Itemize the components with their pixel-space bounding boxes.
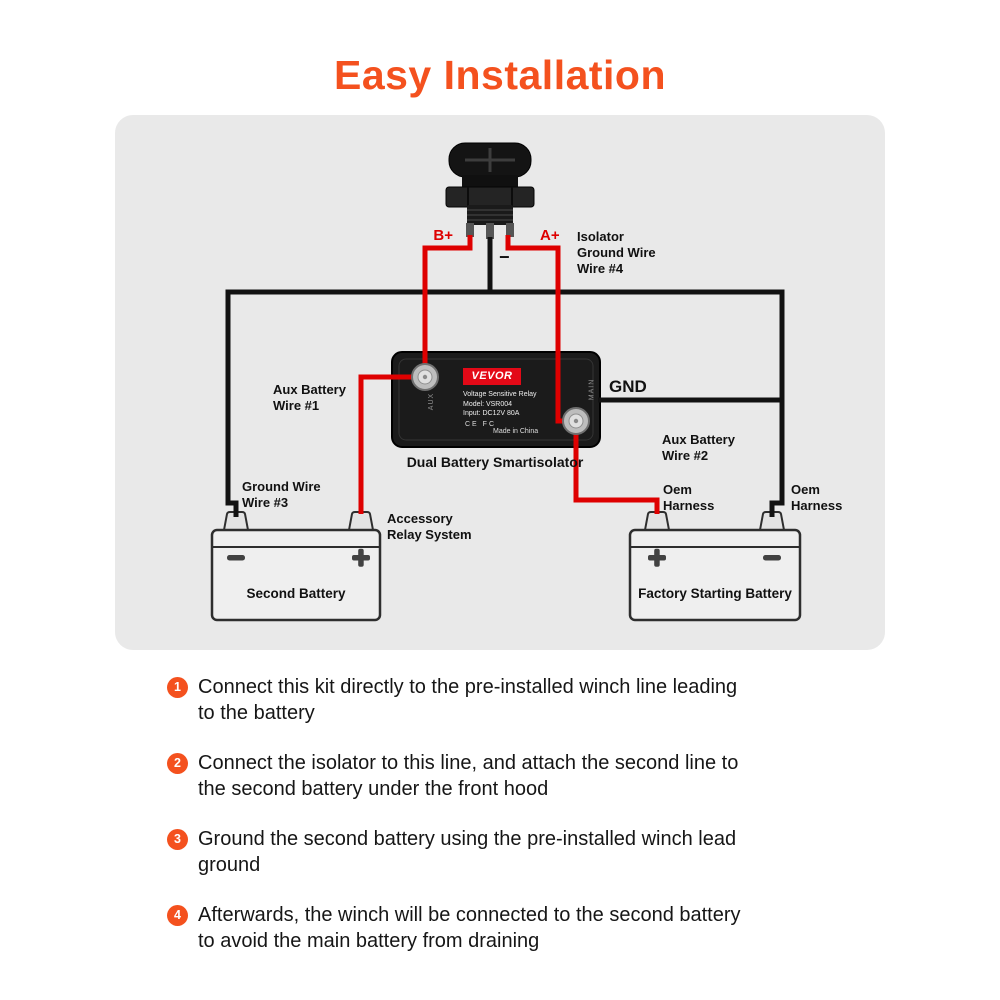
battery-post: [347, 511, 375, 531]
page-title: Easy Installation: [333, 52, 667, 98]
wire-ground-loop: [225, 289, 785, 517]
label-isolator-caption: Dual Battery Smartisolator: [406, 454, 584, 470]
factory-starting-battery: [628, 511, 802, 622]
label-aux-battery-wire-1: Aux Battery Wire #1: [273, 382, 346, 413]
battery-post: [222, 511, 250, 531]
label-factory-battery: Factory Starting Battery: [638, 586, 792, 601]
terminal-label-minus: −: [499, 247, 510, 267]
wire-aux-battery-1: [358, 374, 425, 514]
isolator-terminal-stud-left: [411, 363, 439, 391]
minus-symbol: [763, 555, 781, 561]
switch-terminal-prong: [506, 223, 514, 237]
switch-terminal-prong: [486, 223, 494, 239]
terminal-label-b-plus: B+: [433, 227, 453, 244]
device-aux-label: AUX: [428, 392, 436, 411]
label-oem-harness-right: Oem Harness: [791, 482, 843, 513]
step-item-2: 2 Connect the isolator to this line, and…: [167, 750, 887, 802]
plus-symbol: [352, 548, 370, 567]
step-item-1: 1 Connect this kit directly to the pre-i…: [167, 674, 887, 726]
step-number-badge: 2: [167, 753, 188, 774]
step-number-badge: 3: [167, 829, 188, 850]
battery-body: [210, 528, 382, 622]
device-made-in: Made in China: [493, 428, 539, 435]
step-text: Connect this kit directly to the pre-ins…: [198, 676, 738, 724]
accessory-relay-switch: [445, 142, 535, 239]
wire-b-plus: [422, 235, 473, 377]
device-cert-marks: CE FC: [465, 421, 496, 428]
terminal-label-a-plus: A+: [540, 227, 560, 244]
step-text: Afterwards, the winch will be connected …: [198, 904, 741, 952]
label-isolator-ground-wire-4: Isolator Ground Wire Wire #4: [577, 229, 656, 276]
minus-symbol: [227, 555, 245, 561]
label-aux-battery-wire-2: Aux Battery Wire #2: [662, 432, 735, 463]
device-main-label: MAIN: [588, 378, 596, 401]
step-item-3: 3 Ground the second battery using the pr…: [167, 826, 887, 878]
step-text: Connect the isolator to this line, and a…: [198, 752, 739, 800]
vevor-logo: VEVOR: [463, 368, 521, 385]
wiring-diagram: [210, 142, 802, 622]
label-accessory-relay-system: Accessory Relay System: [387, 511, 472, 542]
plus-symbol: [648, 548, 666, 567]
device-spec-text: Voltage Sensitive Relay Model: VSR004 In…: [463, 391, 537, 417]
wire-aux-battery-2: [573, 421, 660, 514]
step-item-4: 4 Afterwards, the winch will be connecte…: [167, 902, 887, 954]
second-battery: [210, 511, 382, 622]
label-oem-harness-left: Oem Harness: [663, 482, 715, 513]
battery-post: [643, 511, 671, 531]
battery-post: [758, 511, 786, 531]
switch-terminal-prong: [466, 223, 474, 237]
label-second-battery: Second Battery: [246, 586, 346, 601]
label-gnd: GND: [609, 377, 647, 396]
step-number-badge: 1: [167, 677, 188, 698]
step-text: Ground the second battery using the pre-…: [198, 828, 737, 876]
step-number-badge: 4: [167, 905, 188, 926]
installation-steps: 1 Connect this kit directly to the pre-i…: [167, 674, 887, 954]
label-ground-wire-3: Ground Wire Wire #3: [242, 479, 321, 510]
battery-body: [628, 528, 802, 622]
isolator-terminal-stud-right: [562, 407, 590, 435]
diagram-panel: B+ A+ − Isolator Ground Wire Wire #4 GND…: [115, 115, 885, 650]
